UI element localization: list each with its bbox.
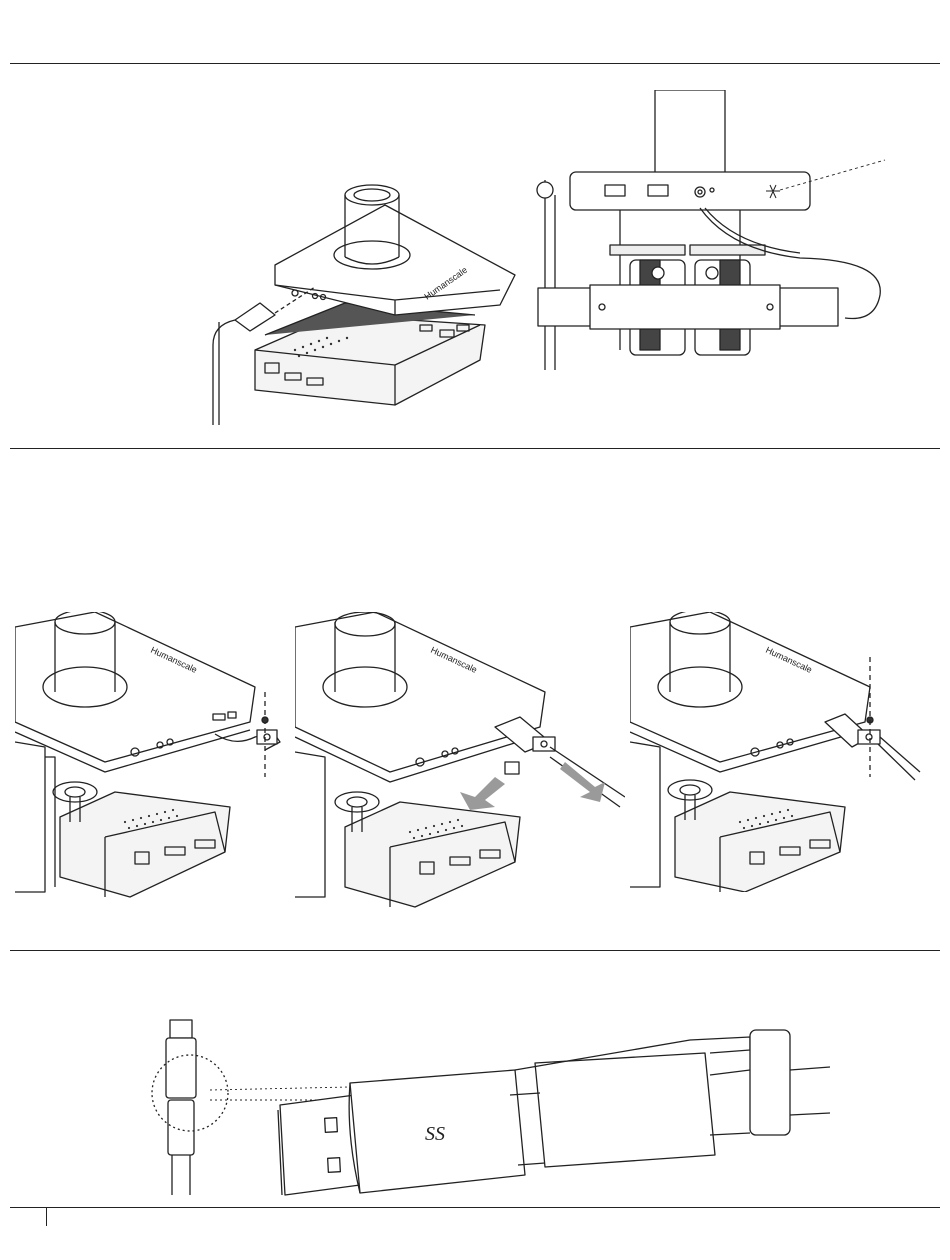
figure-power-cable-connection: Humanscale xyxy=(195,175,525,430)
figure-rear-cable-routing xyxy=(530,90,890,375)
figure-screw-tab-start: Humanscale xyxy=(15,612,290,900)
footer-tick-mark xyxy=(46,1208,47,1226)
section-divider-footer xyxy=(10,1207,940,1208)
usb-superspeed-logo: SS xyxy=(425,1123,445,1145)
figure-screw-tab-secured: Humanscale xyxy=(630,612,930,892)
figure-cable-clip-insert: Humanscale xyxy=(295,612,625,912)
section-divider-top xyxy=(10,63,940,64)
section-divider-middle xyxy=(10,448,940,449)
figure-usb-plug-detail: SS xyxy=(150,1015,830,1200)
section-divider-lower xyxy=(10,950,940,951)
